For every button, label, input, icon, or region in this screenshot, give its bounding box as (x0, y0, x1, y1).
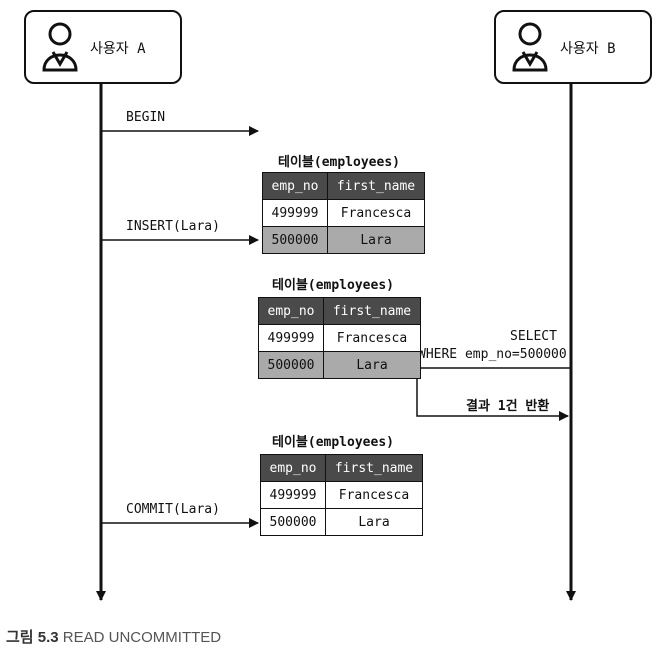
where-label: WHERE emp_no=500000 (418, 347, 567, 362)
cell-first-name: Lara (325, 508, 423, 536)
cell-first-name: Lara (327, 226, 425, 254)
cell-emp-no: 500000 (258, 351, 324, 379)
cell-emp-no: 499999 (262, 199, 328, 227)
cell-emp-no: 499999 (258, 324, 324, 352)
insert-label: INSERT(Lara) (126, 219, 220, 234)
header-first-name: first_name (325, 454, 423, 482)
user-icon (512, 22, 548, 72)
select-label: SELECT (510, 329, 557, 344)
employees-table: emp_no first_name 499999 Francesca 50000… (258, 297, 421, 379)
user-icon (42, 22, 78, 72)
table-caption: 테이블(employees) (272, 435, 394, 450)
header-emp-no: emp_no (258, 297, 324, 325)
actor-a-label: 사용자 A (90, 41, 146, 57)
employees-table: emp_no first_name 499999 Francesca 50000… (262, 172, 425, 254)
figure-title: READ UNCOMMITTED (62, 629, 222, 646)
actor-b-label: 사용자 B (560, 41, 616, 57)
actor-user-b: 사용자 B (494, 10, 652, 84)
cell-first-name: Lara (323, 351, 421, 379)
figure-number: 그림 5.3 (6, 629, 59, 646)
table-caption: 테이블(employees) (278, 155, 400, 170)
sequence-lines (96, 82, 576, 601)
header-emp-no: emp_no (262, 172, 328, 200)
table-caption: 테이블(employees) (272, 278, 394, 293)
commit-label: COMMIT(Lara) (126, 502, 220, 517)
cell-first-name: Francesca (325, 481, 423, 509)
cell-emp-no: 499999 (260, 481, 326, 509)
cell-first-name: Francesca (323, 324, 421, 352)
table-row: 499999 Francesca (262, 199, 425, 227)
actor-user-a: 사용자 A (24, 10, 182, 84)
table-row: 500000 Lara (260, 508, 423, 536)
figure-caption: 그림 5.3 READ UNCOMMITTED (6, 626, 221, 647)
cell-first-name: Francesca (327, 199, 425, 227)
header-emp-no: emp_no (260, 454, 326, 482)
header-first-name: first_name (323, 297, 421, 325)
cell-emp-no: 500000 (262, 226, 328, 254)
employees-table: emp_no first_name 499999 Francesca 50000… (260, 454, 423, 536)
table-row: 499999 Francesca (258, 324, 421, 352)
table-row-highlighted: 500000 Lara (262, 226, 425, 254)
begin-label: BEGIN (126, 110, 166, 125)
result-label: 결과 1건 반환 (466, 399, 550, 414)
table-row-highlighted: 500000 Lara (258, 351, 421, 379)
table-row: 499999 Francesca (260, 481, 423, 509)
header-first-name: first_name (327, 172, 425, 200)
cell-emp-no: 500000 (260, 508, 326, 536)
select-arrow (416, 367, 570, 421)
